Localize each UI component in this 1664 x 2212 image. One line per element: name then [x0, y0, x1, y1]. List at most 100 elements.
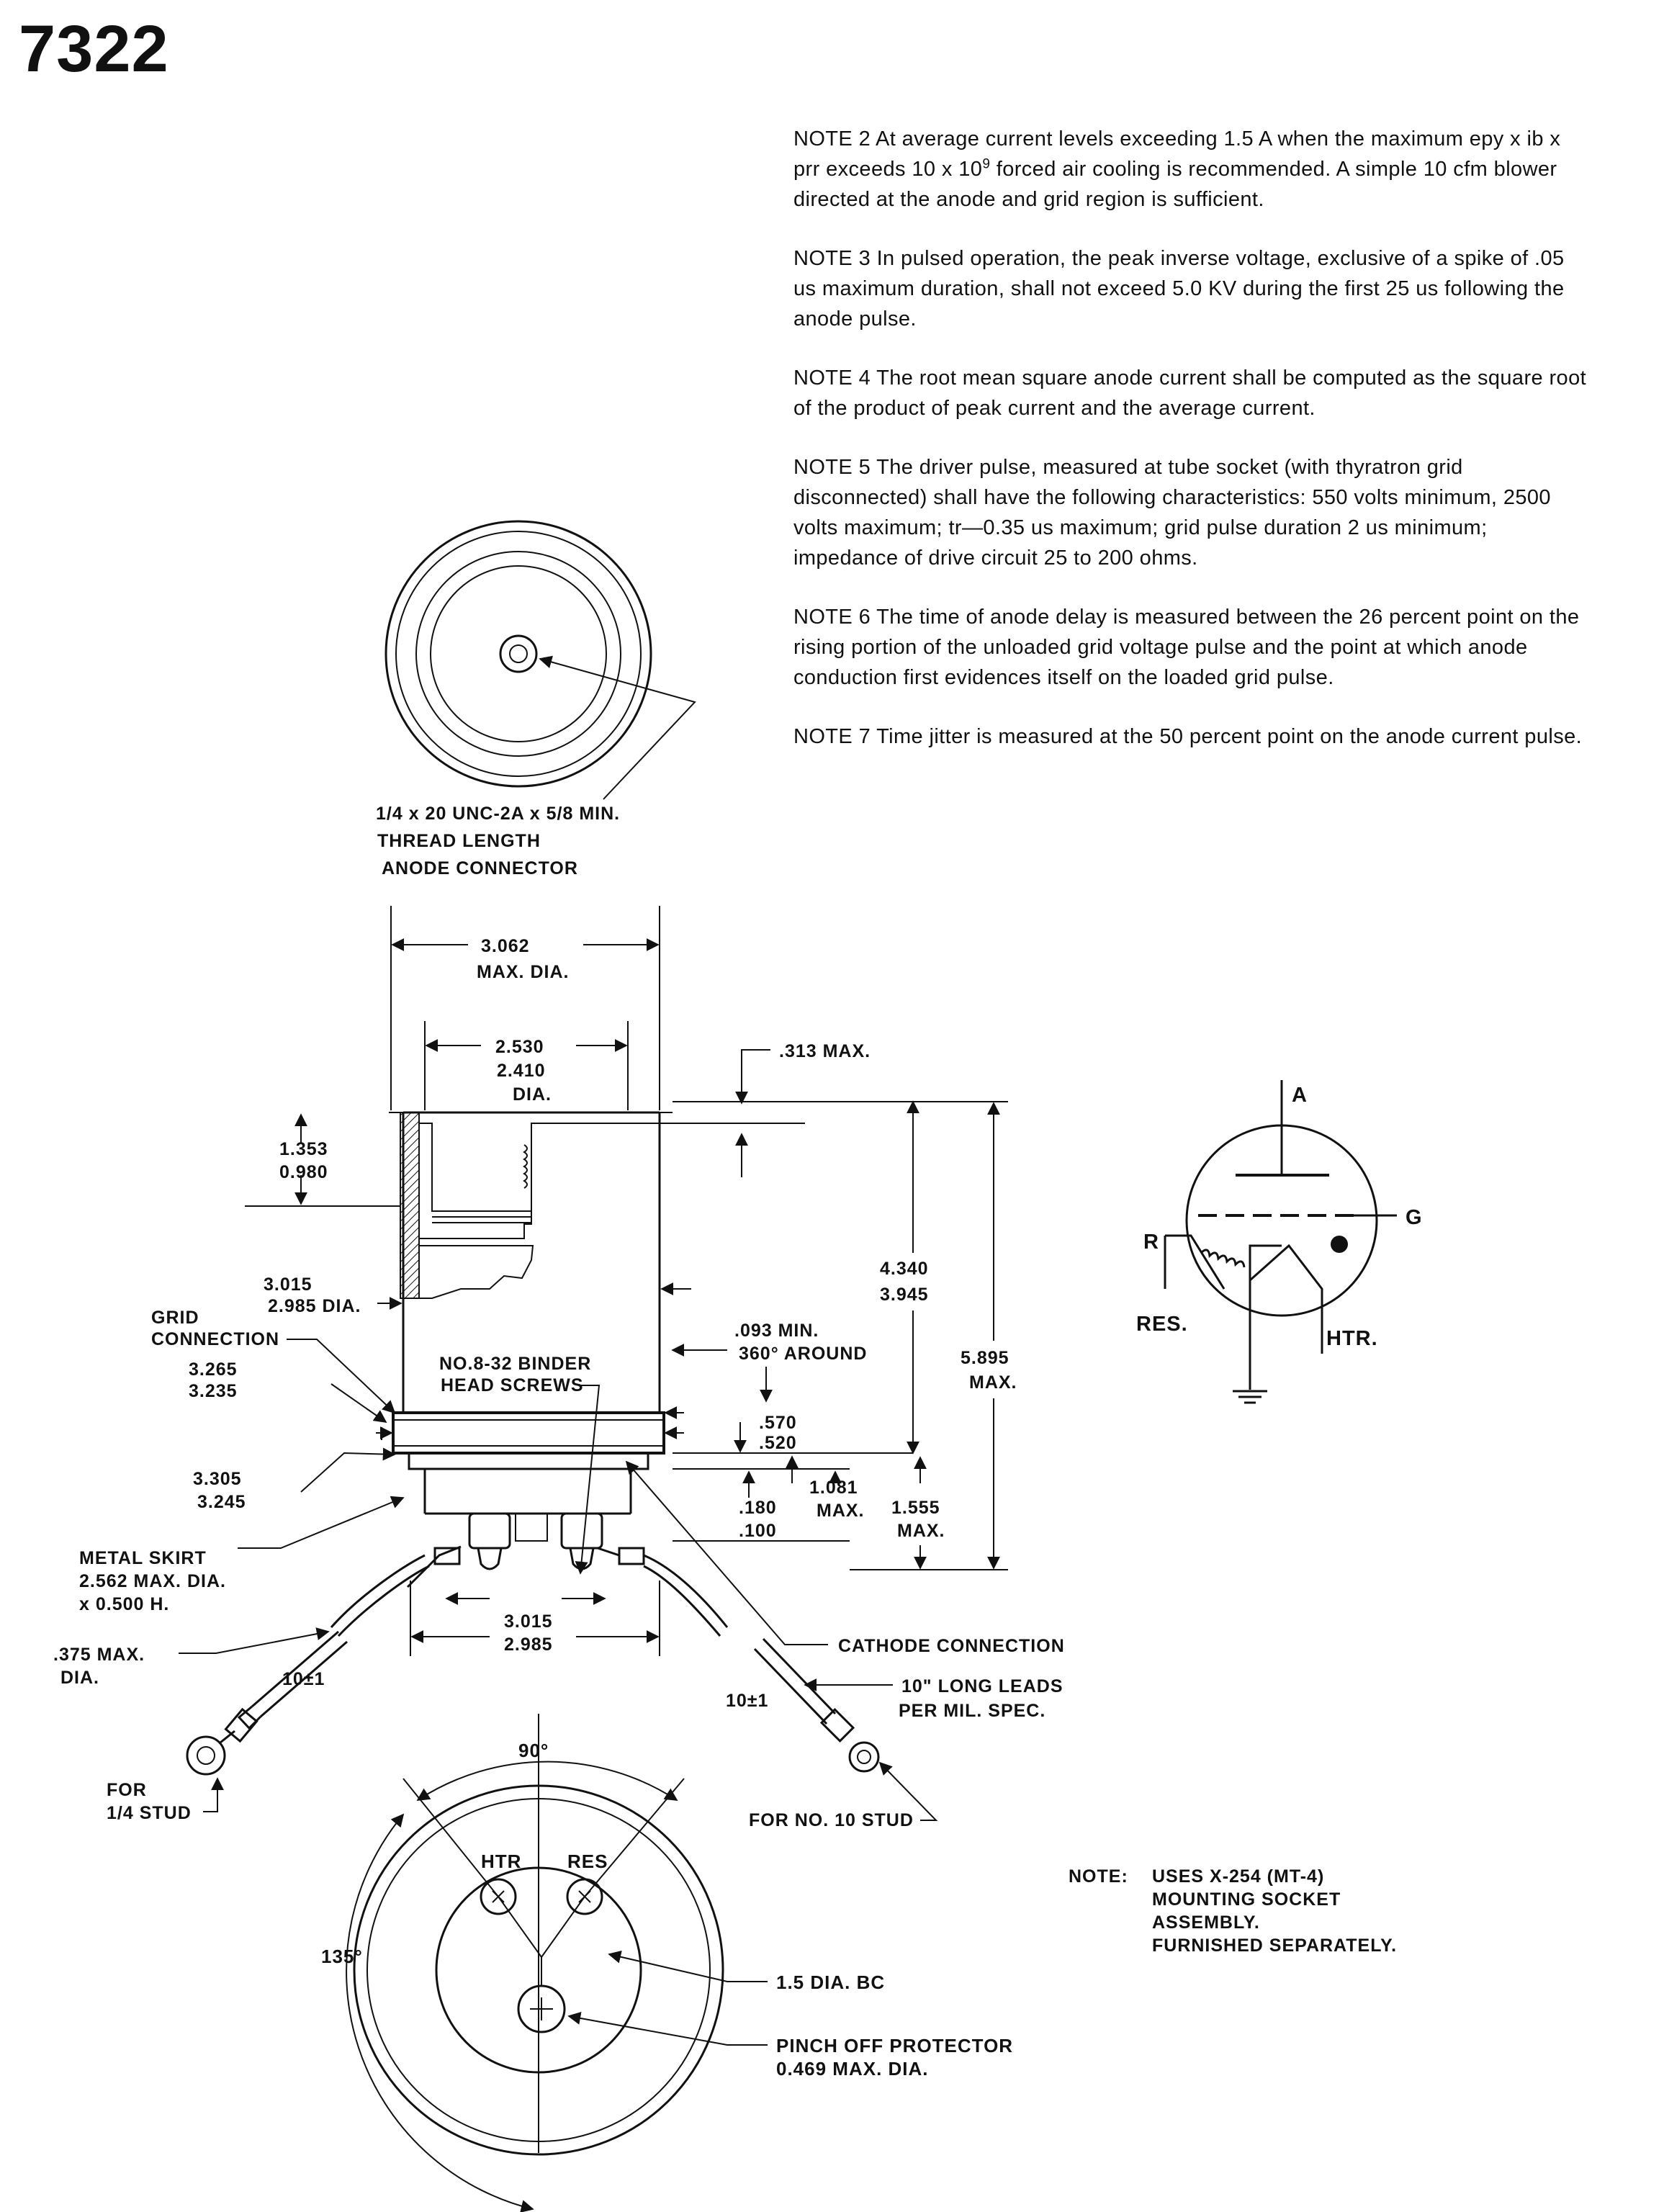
cathode-connection-label: CATHODE CONNECTION [838, 1636, 1065, 1656]
connector-spec-line2: THREAD LENGTH [377, 831, 541, 851]
page-title: 7322 [19, 12, 169, 86]
metal-skirt-label-1: METAL SKIRT [79, 1548, 207, 1568]
pin-htr-label: HTR [481, 1851, 521, 1872]
binder-screws-label-1: NO.8-32 BINDER [439, 1354, 591, 1374]
pin-res [566, 1878, 603, 1915]
long-leads-label-1: 10" LONG LEADS [901, 1676, 1063, 1696]
metal-skirt [423, 1469, 632, 1515]
dim-360-around: 360° AROUND [739, 1344, 867, 1364]
dim-1353: 1.353 [279, 1139, 328, 1159]
dim-3062: 3.062 [481, 936, 530, 956]
pinch-off-label-2: 0.469 MAX. DIA. [776, 2058, 929, 2080]
symbol-reservoir-lead [1165, 1234, 1225, 1290]
grid-connection-label-2: CONNECTION [151, 1329, 279, 1349]
angle-135-label: 135° [321, 1946, 363, 1967]
symbol-label-res: RES. [1136, 1313, 1188, 1336]
grid-flange-ring [392, 1411, 665, 1455]
dim-5895: 5.895 [961, 1348, 1009, 1368]
dim-bottom-3015: 3.015 [504, 1611, 553, 1632]
mounting-note-line3: ASSEMBLY. [1152, 1912, 1260, 1933]
note-2: NOTE 2 At average current levels exceedi… [793, 127, 1561, 211]
dim-520: .520 [759, 1433, 797, 1453]
top-view: 1/4 x 20 UNC-2A x 5/8 MIN. THREAD LENGTH… [376, 520, 696, 878]
dim-2410: 2.410 [497, 1061, 546, 1081]
dim-5895-max: MAX. [969, 1372, 1017, 1393]
note-5: NOTE 5 The driver pulse, measured at tub… [793, 456, 1551, 570]
dim-1555: 1.555 [891, 1498, 940, 1518]
left-lead [330, 1554, 430, 1637]
right-lead [643, 1554, 729, 1637]
anode-connector-inner [509, 644, 528, 663]
right-terminal-stud [560, 1512, 603, 1550]
long-leads-label-2: PER MIL. SPEC. [899, 1701, 1045, 1721]
mounting-note: NOTE: USES X-254 (MT-4) MOUNTING SOCKET … [1069, 1866, 1396, 1956]
dim-2530: 2.530 [495, 1037, 544, 1057]
dim-4340: 4.340 [880, 1259, 929, 1279]
dim-313-max: .313 MAX. [779, 1041, 871, 1061]
right-stud-label: FOR NO. 10 STUD [749, 1810, 914, 1830]
side-outline: 3.062 MAX. DIA. 2.530 2.410 DIA. .313 MA… [53, 906, 1065, 1830]
symbol-label-g: G [1406, 1206, 1423, 1229]
base-plate [408, 1452, 649, 1470]
left-ring-terminal [186, 1735, 226, 1776]
grid-connection-label-1: GRID [151, 1308, 199, 1328]
connector-spec-line1: 1/4 x 20 UNC-2A x 5/8 MIN. [376, 804, 620, 824]
tube-schematic-symbol: A G R RES. HTR. [1136, 1080, 1423, 1404]
symbol-label-a: A [1292, 1084, 1308, 1107]
angle-90-arc [416, 1761, 678, 1801]
dim-3235: 3.235 [189, 1381, 238, 1401]
top-view-ring-4 [430, 565, 607, 742]
left-stud-label-1: FOR [107, 1780, 147, 1800]
mounting-note-line2: MOUNTING SOCKET [1152, 1889, 1341, 1910]
lead-length-left: 10±1 [282, 1669, 325, 1689]
angle-90-label: 90° [518, 1740, 549, 1761]
mounting-note-label: NOTE: [1069, 1866, 1128, 1887]
dim-3245: 3.245 [197, 1492, 246, 1512]
dim-body-2985: 2.985 DIA. [268, 1296, 361, 1316]
note-4: NOTE 4 The root mean square anode curren… [793, 367, 1587, 420]
dim-100: .100 [739, 1521, 777, 1541]
connector-spec-line3: ANODE CONNECTOR [382, 858, 578, 878]
note-7: NOTE 7 Time jitter is measured at the 50… [793, 725, 1583, 748]
mounting-note-line1: USES X-254 (MT-4) [1152, 1866, 1324, 1887]
dim-180: .180 [739, 1498, 777, 1518]
lead-dia-label-2: DIA. [60, 1668, 99, 1688]
dim-body-3015: 3.015 [264, 1274, 312, 1295]
symbol-heater [1249, 1244, 1323, 1325]
symbol-label-htr: HTR. [1326, 1327, 1378, 1350]
symbol-label-r: R [1143, 1231, 1159, 1254]
cutaway-break [419, 1245, 534, 1299]
note-6: NOTE 6 The time of anode delay is measur… [793, 606, 1580, 689]
dim-1081: 1.081 [809, 1478, 858, 1498]
notes-column: NOTE 2 At average current levels exceedi… [793, 124, 1593, 781]
dim-3945: 3.945 [880, 1285, 929, 1305]
right-ring-terminal [848, 1741, 880, 1773]
lead-dia-label-1: .375 MAX. [53, 1645, 145, 1665]
top-view-outer-ring [384, 520, 652, 788]
angle-135-arc [346, 1813, 534, 2212]
left-stud-label-2: 1/4 STUD [107, 1803, 192, 1823]
binder-screws-label-2: HEAD SCREWS [441, 1375, 584, 1395]
dim-093-min: .093 MIN. [734, 1321, 819, 1341]
pinch-off-label-1: PINCH OFF PROTECTOR [776, 2035, 1013, 2056]
socket-bottom-view: 90° 135° HTR RES 1.5 DIA. BC PINCH OFF P… [321, 1714, 1013, 2212]
dim-bottom-2985: 2.985 [504, 1635, 553, 1655]
metal-skirt-label-2: 2.562 MAX. DIA. [79, 1571, 226, 1591]
anode-connector-outer [499, 634, 538, 673]
lead-length-right: 10±1 [726, 1691, 768, 1711]
bolt-circle-label: 1.5 DIA. BC [776, 1972, 885, 1993]
top-view-ring-3 [415, 551, 621, 757]
metal-skirt-label-3: x 0.500 H. [79, 1594, 169, 1614]
dim-3305: 3.305 [193, 1469, 242, 1489]
dim-0980: 0.980 [279, 1162, 328, 1182]
anode-wall-section [400, 1112, 420, 1299]
dim-1081-max: MAX. [817, 1501, 865, 1521]
left-terminal-stud [468, 1512, 511, 1550]
dim-1555-max: MAX. [897, 1521, 945, 1541]
dim-dia-label: DIA. [513, 1084, 552, 1105]
anode-connector-leader [539, 655, 696, 800]
symbol-reservoir-coil [1200, 1249, 1246, 1268]
dim-max-dia-label: MAX. DIA. [477, 962, 569, 982]
